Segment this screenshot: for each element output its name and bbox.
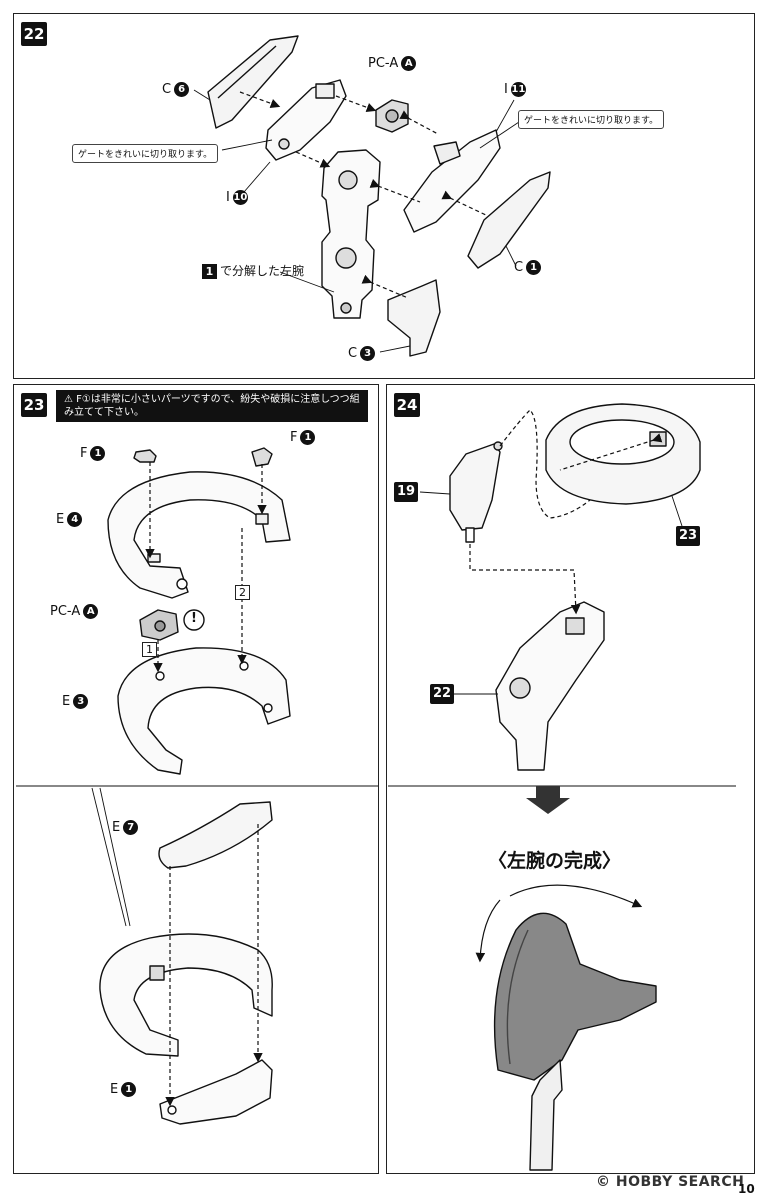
ref-step-23: 23 xyxy=(676,526,700,546)
warning-icon: ⚠ xyxy=(64,394,73,405)
order-box-2: 2 xyxy=(235,585,250,600)
ref-step-19: 19 xyxy=(394,482,418,502)
step-22-panel xyxy=(13,13,755,379)
part-c6 xyxy=(207,35,299,129)
page-number: 10 xyxy=(738,1182,755,1196)
order-box-1: 1 xyxy=(142,642,157,657)
step-number: 23 xyxy=(21,393,47,417)
completion-title: 〈左腕の完成〉 xyxy=(488,850,622,872)
step-number: 24 xyxy=(394,393,420,417)
gate-note-left: ゲートをきれいに切り取ります。 xyxy=(72,144,219,163)
small-part-warning: ⚠ F①は非常に小さいパーツですので、紛失や破損に注意しつつ組み立てて下さい。 xyxy=(56,390,368,422)
watermark: © HOBBY SEARCH xyxy=(596,1174,745,1190)
ref-step-22: 22 xyxy=(430,684,454,704)
step-number: 22 xyxy=(21,22,47,46)
caution-icon: ! xyxy=(191,611,197,626)
gate-note-right: ゲートをきれいに切り取ります。 xyxy=(518,110,665,129)
